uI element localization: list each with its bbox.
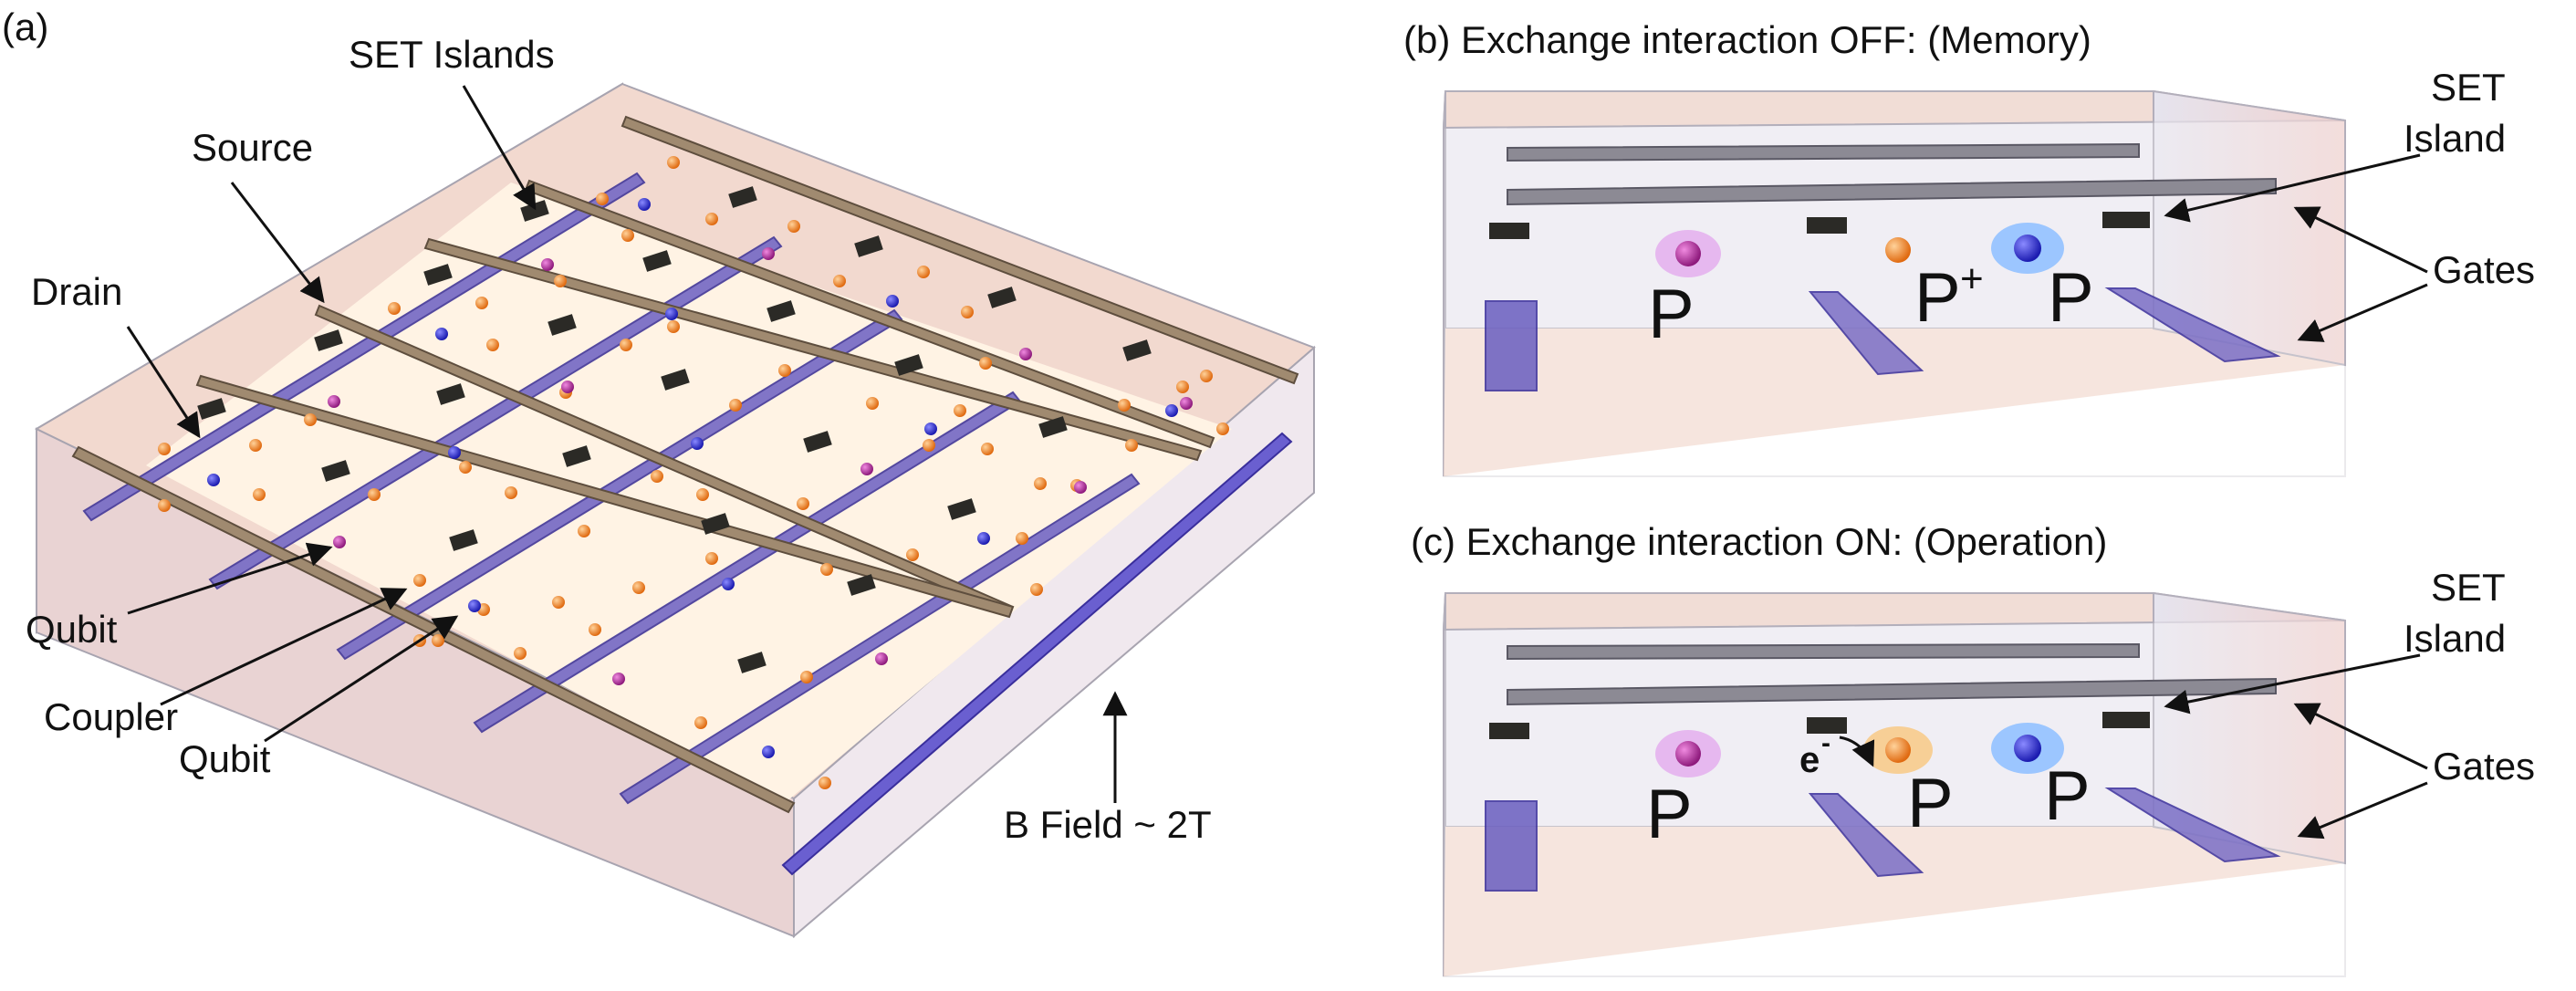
arrow-set-islands [462, 85, 537, 211]
donor-b-mid-label: P [1914, 259, 1961, 337]
panel-a: (a) [2, 5, 1316, 939]
label-c-island: Island [2404, 617, 2506, 660]
label-qubit-2: Qubit [179, 737, 271, 780]
panel-c-title: (c) Exchange interaction ON: (Operation) [1411, 520, 2107, 563]
box-b-right [2153, 89, 2346, 367]
gate-c-right [2104, 788, 2281, 863]
label-b-field: B Field ~ 2T [1004, 803, 1212, 846]
arrow-b-gates-2 [2297, 283, 2428, 342]
donor-b-left [1675, 241, 1701, 266]
rail-c-top [1507, 642, 2140, 661]
gate-b-right [2104, 287, 2281, 363]
label-source: Source [192, 126, 313, 169]
donor-c-left [1675, 741, 1701, 767]
brown-bars [71, 115, 1299, 814]
electron-sup: - [1821, 728, 1830, 758]
gate-b-left [1485, 300, 1538, 391]
label-qubit-1: Qubit [26, 608, 118, 651]
donors-magenta [328, 247, 1193, 685]
label-set-islands: SET Islands [349, 33, 555, 76]
donor-b-mid [1885, 237, 1911, 263]
panel-a-tag: (a) [2, 5, 48, 48]
label-b-gates: Gates [2433, 248, 2535, 291]
arrow-coupler [160, 588, 408, 706]
donor-b-left-label: P [1648, 276, 1695, 353]
box-c-right [2153, 591, 2346, 865]
front-rail [781, 432, 1293, 876]
box-c-floor [1444, 827, 2345, 976]
arrow-c-gates-2 [2297, 781, 2428, 840]
arrow-c-set-island [2164, 653, 2421, 715]
arrow-qubit-2 [264, 615, 459, 743]
electron-label: e [1799, 740, 1820, 780]
donor-b-right [2014, 235, 2041, 262]
label-coupler: Coupler [44, 695, 178, 738]
rail-c-island [1507, 677, 2277, 706]
donor-c-right-label: P [2044, 757, 2091, 835]
donor-b-right-label: P [2048, 259, 2094, 337]
set-island-c-mid [1807, 717, 1847, 734]
arrow-source [230, 182, 325, 304]
gate-b-mid [1808, 291, 1924, 376]
panel-b-title: (b) Exchange interaction OFF: (Memory) [1403, 18, 2091, 61]
arrow-qubit-1 [127, 542, 333, 615]
label-b-island: Island [2404, 117, 2506, 160]
label-c-set: SET [2431, 566, 2506, 609]
box-b-front [1443, 119, 2346, 477]
donor-c-mid [1885, 737, 1911, 763]
rail-b-top [1507, 142, 2140, 162]
set-island-b-right [2102, 212, 2150, 228]
electron-hop-arrow [1839, 735, 1875, 767]
arrow-drain [126, 326, 201, 439]
arrow-b-set-island [2164, 153, 2421, 223]
gate-c-left [1485, 800, 1538, 892]
set-islands [197, 186, 1152, 673]
panel-c: (c) Exchange interaction ON: (Operation)… [1411, 520, 2535, 977]
gate-c-mid [1808, 793, 1924, 878]
donors-blue [207, 198, 1178, 758]
active-region [146, 183, 1232, 803]
donor-c-mid-label: P [1907, 765, 1954, 842]
rail-b-island [1507, 177, 2277, 206]
arrow-b-gates-1 [2293, 206, 2428, 274]
donor-c-left-label: P [1646, 776, 1693, 853]
donor-b-mid-sup: + [1960, 256, 1984, 301]
label-b-set: SET [2431, 66, 2506, 109]
set-island-b-left [1489, 223, 1529, 239]
set-island-c-left [1489, 723, 1529, 739]
label-c-gates: Gates [2433, 745, 2535, 788]
donor-c-right [2014, 735, 2041, 762]
label-drain: Drain [31, 270, 122, 313]
panel-b: (b) Exchange interaction OFF: (Memory) P… [1403, 18, 2535, 477]
set-island-c-right [2102, 712, 2150, 728]
set-island-b-mid [1807, 217, 1847, 234]
box-b-floor [1444, 329, 2345, 476]
arrow-c-gates-1 [2293, 703, 2428, 770]
box-c-front [1443, 619, 2346, 977]
